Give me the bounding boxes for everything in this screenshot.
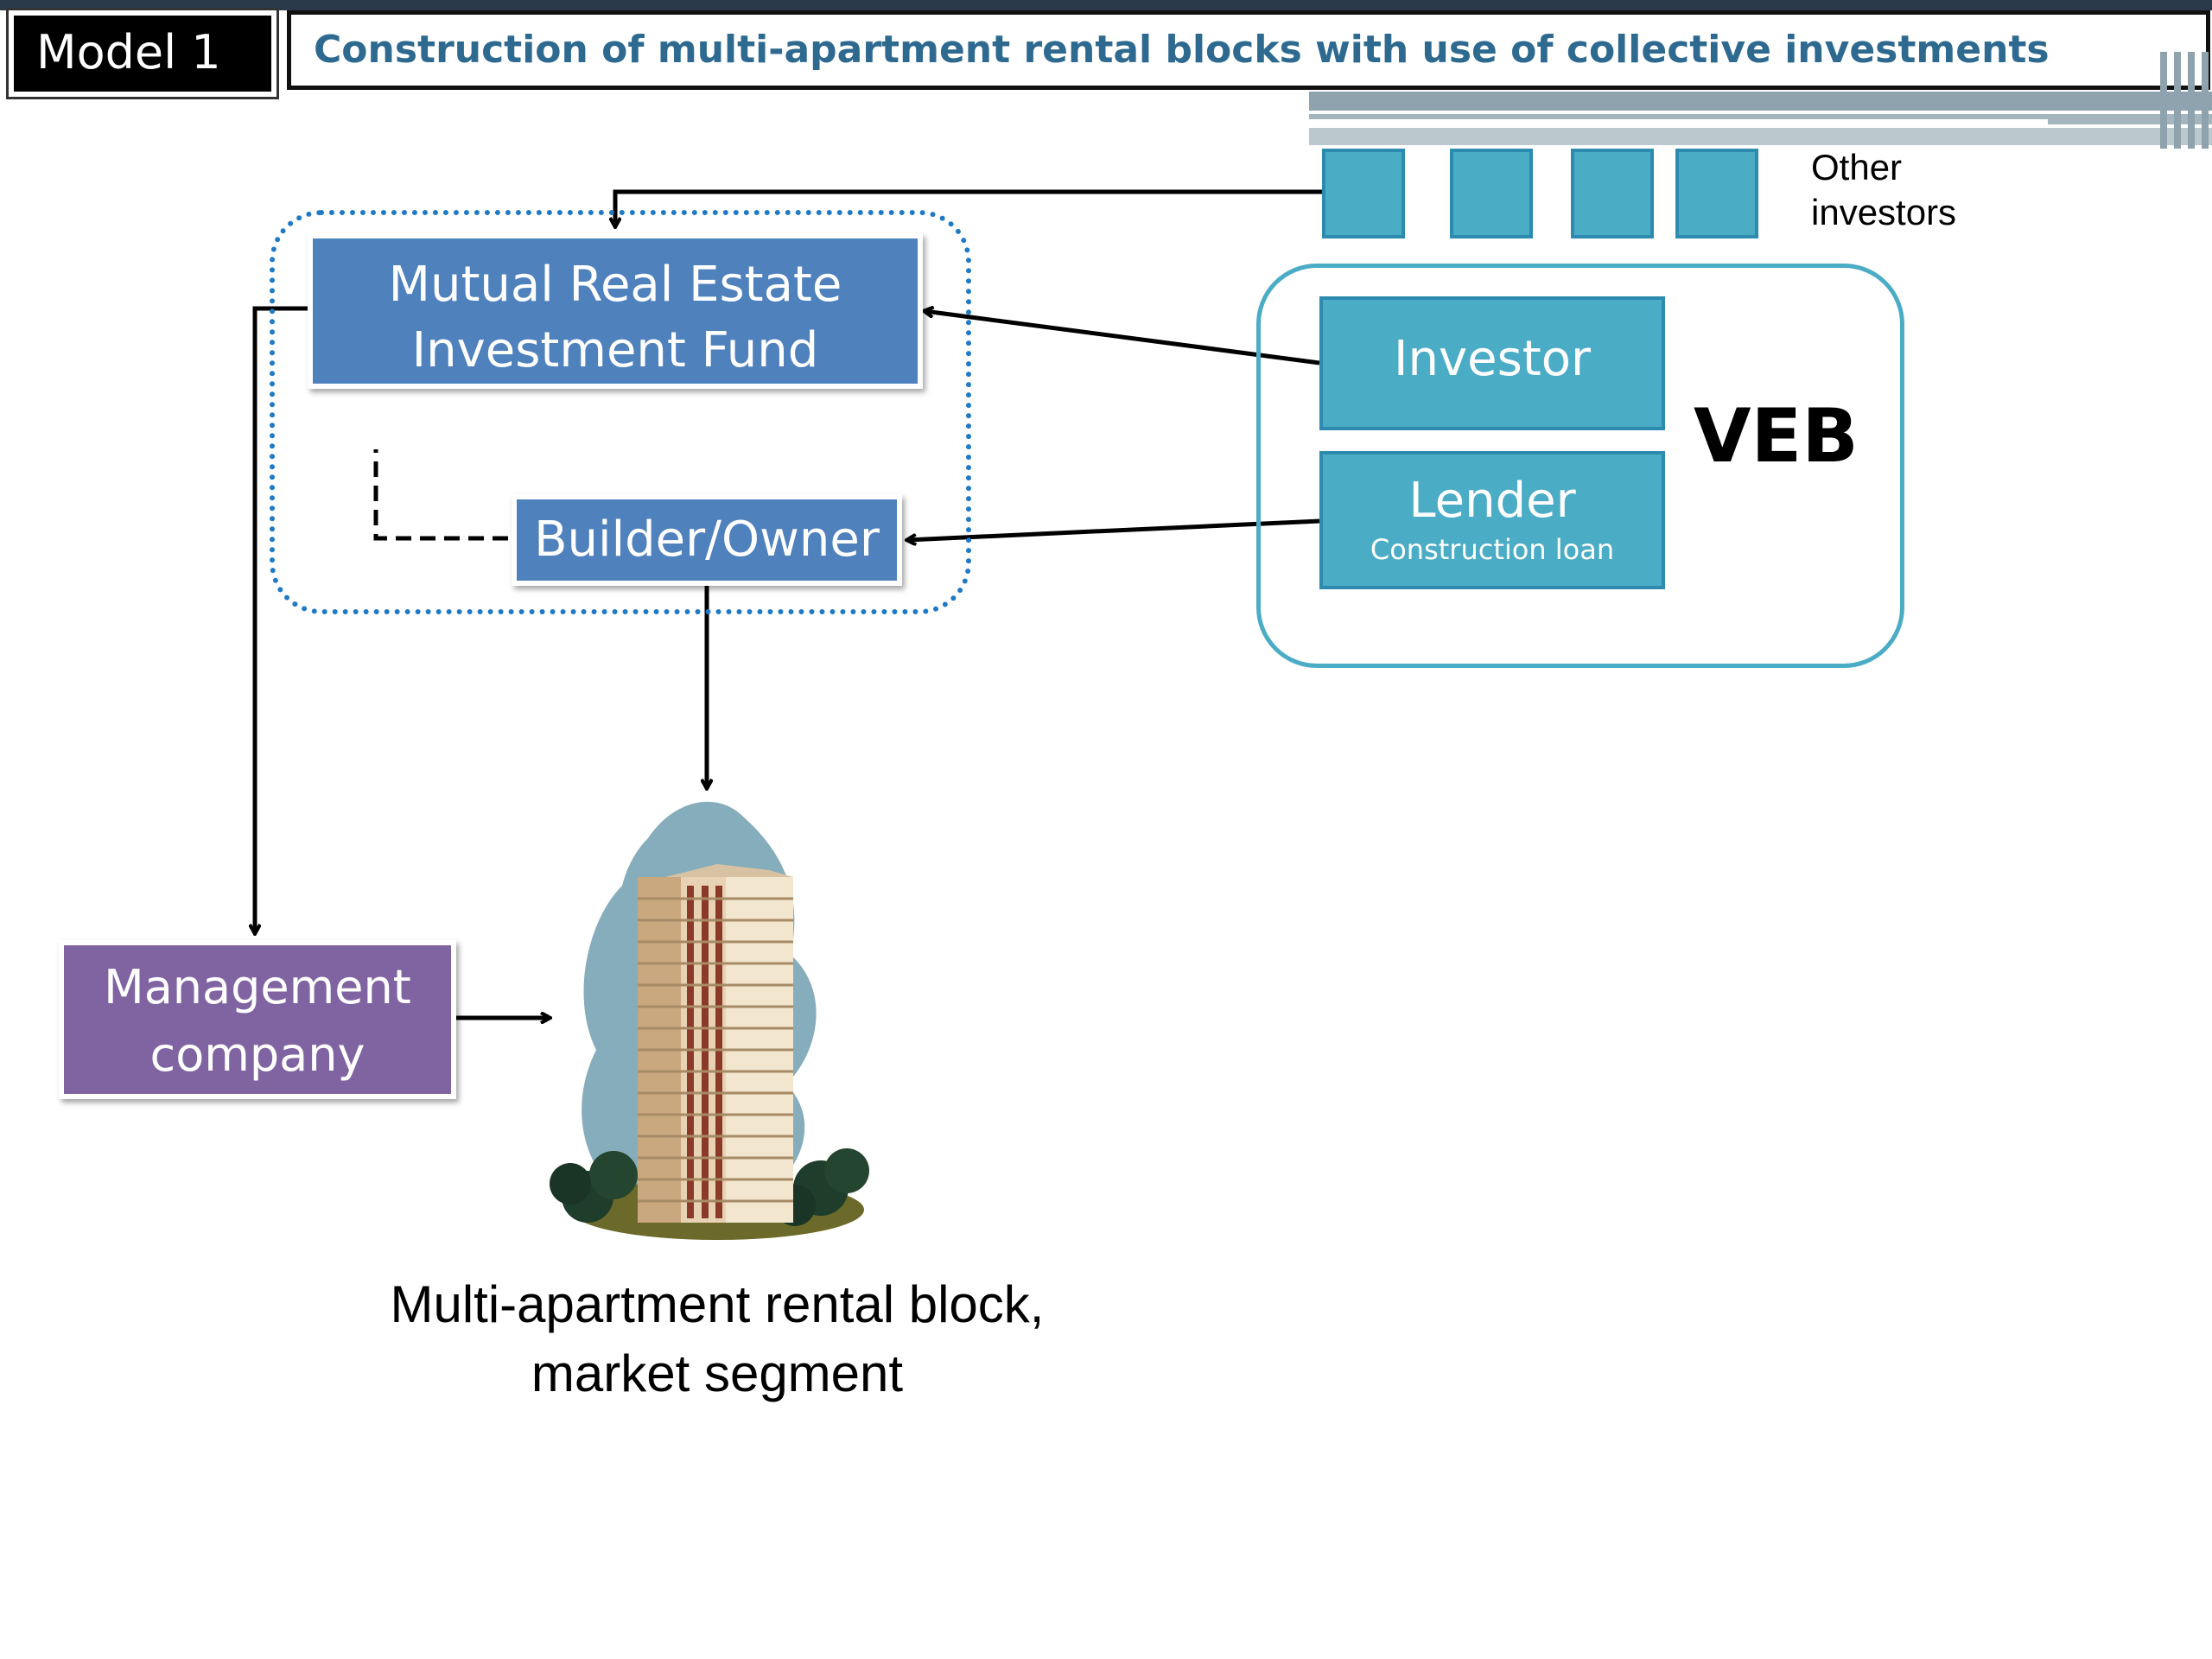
- lender-label: Lender: [1408, 473, 1576, 529]
- builder-owner-box: Builder/Owner: [512, 494, 902, 586]
- decor-stripe: [2188, 52, 2195, 149]
- arrow-investor-to-fund: [925, 311, 1320, 365]
- decor-stripe: [1309, 128, 2212, 145]
- header-top-line: [0, 0, 2212, 10]
- lender-box: Lender Construction loan: [1319, 451, 1665, 589]
- mutual-fund-box: Mutual Real Estate Investment Fund: [308, 233, 923, 389]
- investor-box: Investor: [1319, 296, 1665, 430]
- decor-stripe: [1309, 92, 2212, 111]
- lender-sublabel: Construction loan: [1370, 533, 1615, 566]
- management-company-box: Management company: [59, 940, 456, 1099]
- veb-label: VEB: [1694, 393, 1859, 480]
- fund-builder-group: [270, 210, 971, 614]
- decor-stripe: [2202, 52, 2209, 149]
- decor-stripe: [2174, 52, 2181, 149]
- dashed-link-builder: [373, 449, 508, 541]
- arrow-fund-to-management: [255, 306, 309, 933]
- page-title: Construction of multi-apartment rental b…: [287, 10, 2210, 90]
- apartment-building-illustration: [550, 801, 869, 1240]
- other-investor-square: [1675, 149, 1758, 238]
- other-investors-label: Other investors: [1811, 147, 1957, 232]
- other-investor-square: [1571, 149, 1654, 238]
- other-investor-square: [1450, 149, 1533, 238]
- building-caption: Multi-apartment rental block, market seg…: [390, 1275, 1045, 1402]
- arrow-lender-to-builder: [907, 518, 1320, 540]
- other-investor-square: [1322, 149, 1405, 238]
- decor-stripe: [2160, 52, 2167, 149]
- model-label: Model 1: [6, 8, 279, 99]
- veb-group: [1256, 264, 1904, 668]
- decor-stripe: [1309, 119, 2048, 124]
